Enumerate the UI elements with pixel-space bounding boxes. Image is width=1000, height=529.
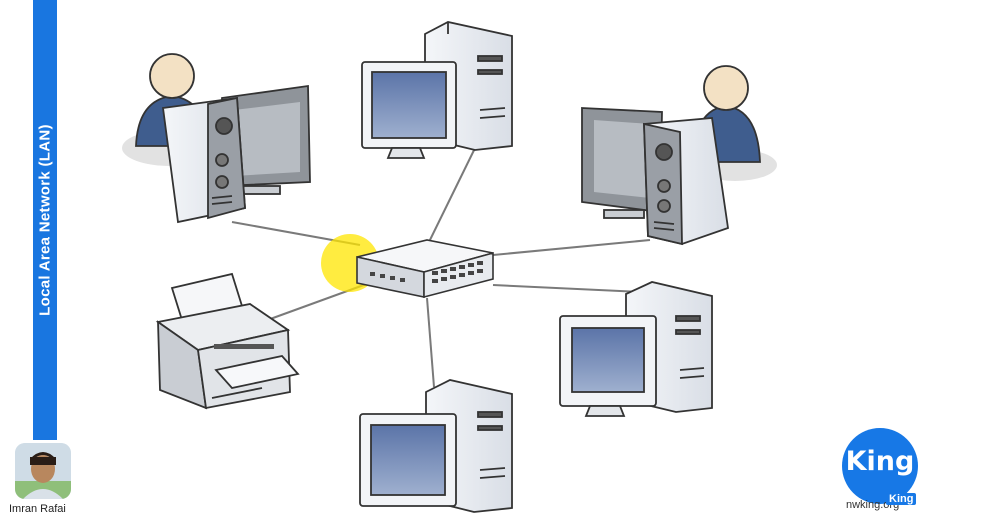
desktop-computer-top [361,21,513,159]
user-workstation-left [122,53,311,224]
user-head-icon [703,65,749,111]
desktop-computer-right [559,281,713,417]
king-logo: King [842,428,918,504]
monitor-screen [371,71,447,139]
user-head-icon [149,53,195,99]
cable-computer-bottom [426,297,435,388]
printer [155,272,300,410]
monitor-screen [370,424,446,496]
monitor-screen [571,327,645,393]
site-badge: King [886,493,917,505]
cable-computer-right [492,284,641,293]
title-sidebar: Local Area Network (LAN) [33,0,57,440]
site-name: nwking.org [846,499,900,511]
author-name: Imran Rafai [9,503,66,515]
network-switch [356,239,494,299]
printer-tray [214,355,300,389]
user-workstation-right [581,65,777,246]
logo-text: King [845,446,915,477]
cable-workstation-right [492,239,651,256]
desktop-computer-bottom [359,379,513,513]
avatar [15,443,71,499]
cable-computer-top [427,141,479,245]
